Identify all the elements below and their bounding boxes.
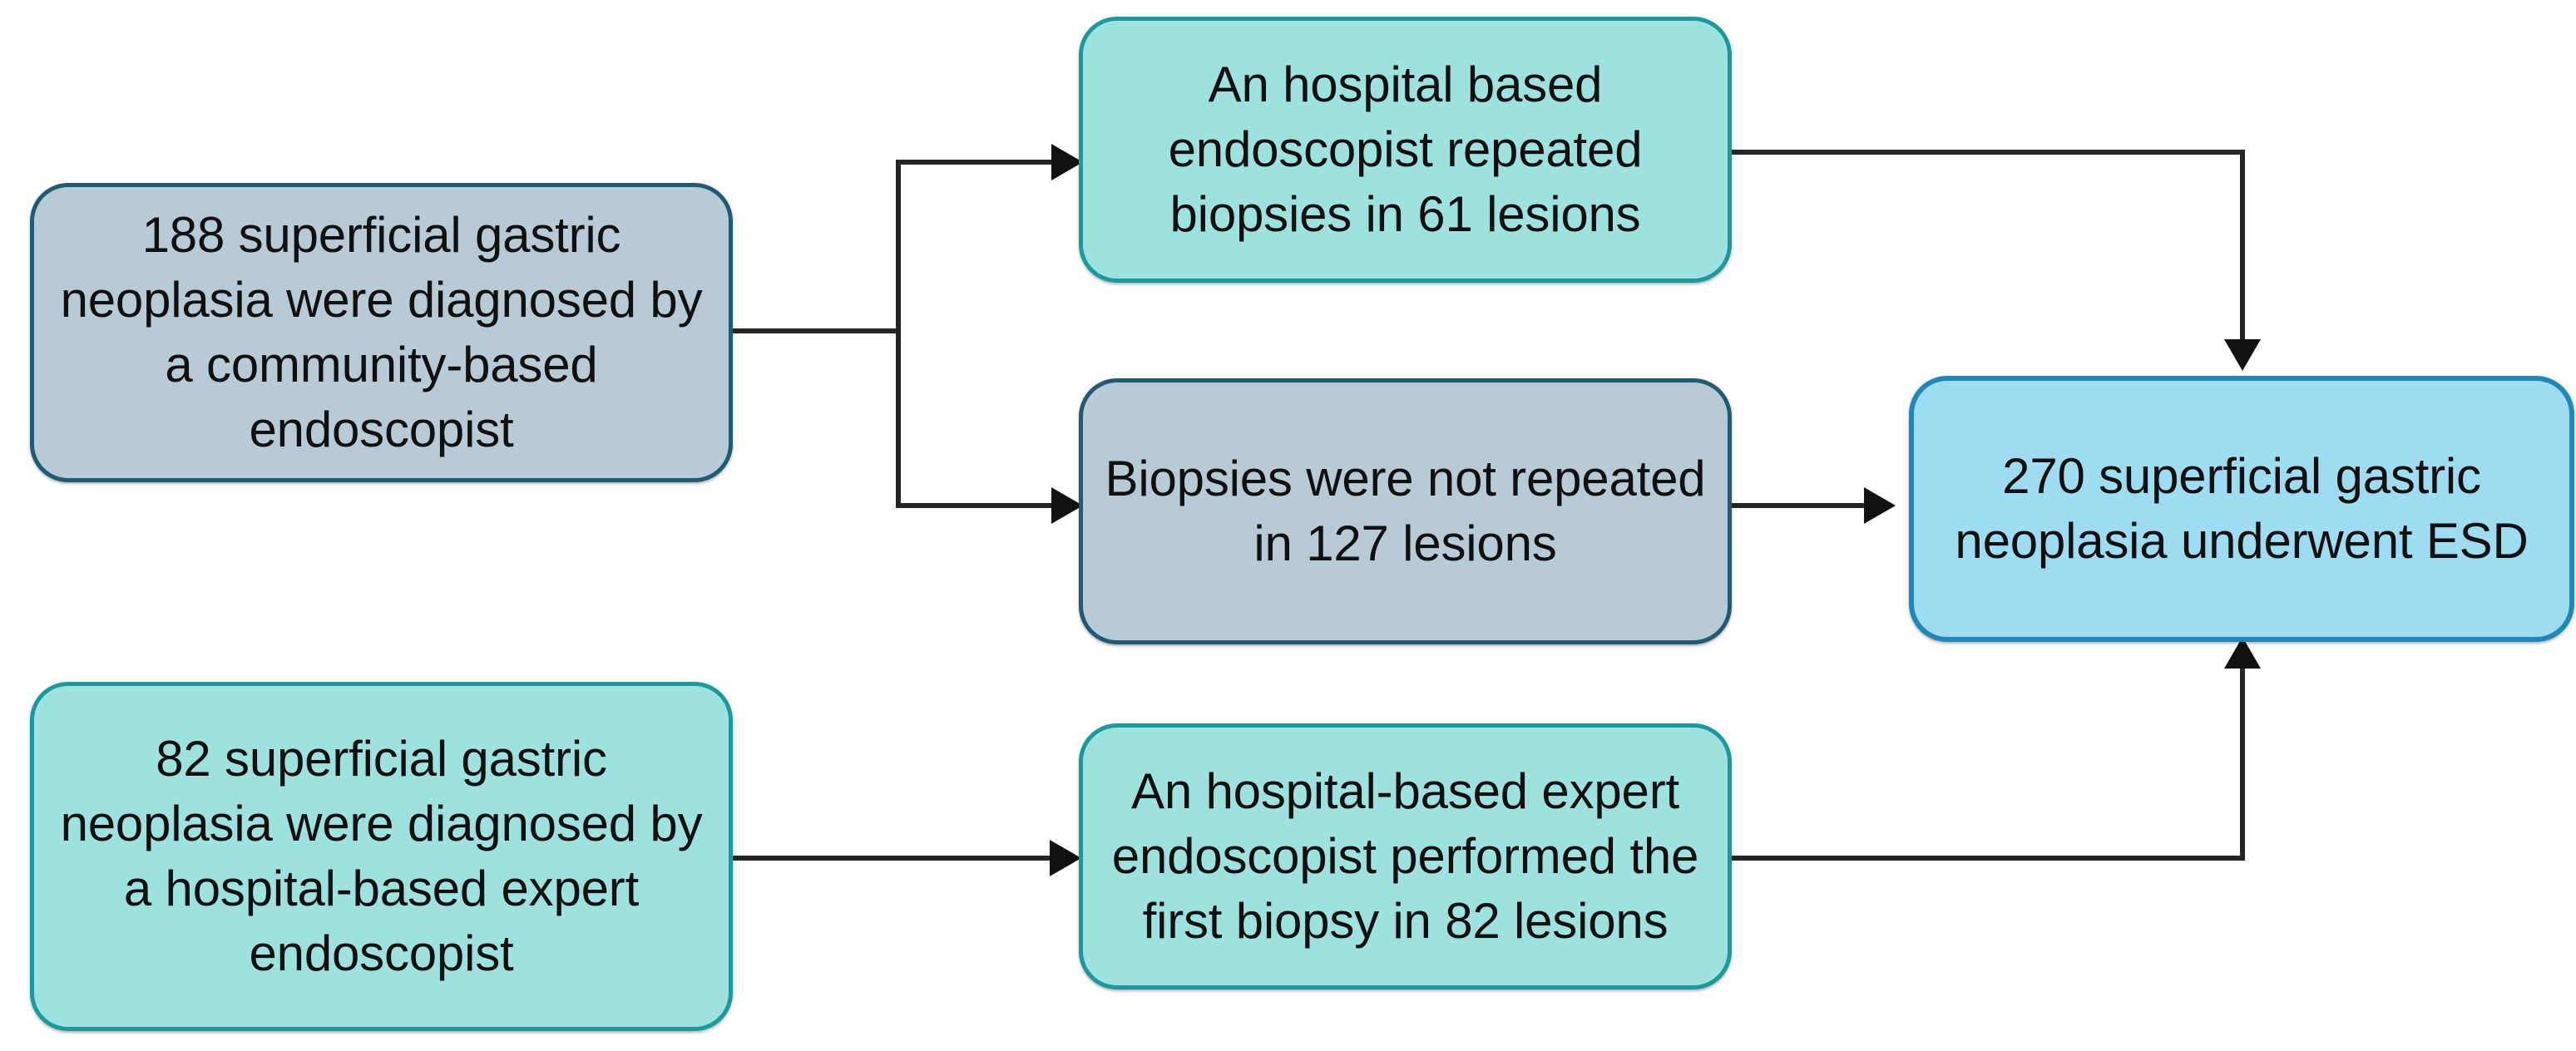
- edge-hospital-to-firstbiopsy-line: [730, 856, 1059, 861]
- node-source-community[interactable]: 188 superficial gastric neoplasia were d…: [30, 183, 733, 482]
- edge-community-to-repeat-arrowhead: [1051, 144, 1083, 180]
- node-source-community-label: 188 superficial gastric neoplasia were d…: [60, 207, 703, 457]
- edge-repeat-to-esd-horizontal: [1726, 150, 2245, 155]
- node-source-hospital-label: 82 superficial gastric neoplasia were di…: [60, 731, 703, 981]
- edge-community-branch-spine: [896, 160, 901, 506]
- edge-norepeat-to-esd-line: [1732, 503, 1875, 508]
- node-no-repeat-biopsy[interactable]: Biopsies were not repeated in 127 lesion…: [1079, 378, 1732, 644]
- node-first-biopsy-expert[interactable]: An hospital-based expert endoscopist per…: [1079, 723, 1732, 989]
- edge-repeat-to-esd-arrowhead: [2224, 339, 2261, 371]
- node-no-repeat-biopsy-label: Biopsies were not repeated in 127 lesion…: [1105, 451, 1706, 571]
- edge-repeat-to-esd-vertical: [2240, 150, 2245, 346]
- edge-norepeat-to-esd-arrowhead: [1864, 487, 1896, 524]
- edge-firstbiopsy-to-esd-horizontal: [1732, 856, 2245, 861]
- edge-community-to-norepeat-line: [896, 503, 1062, 508]
- node-outcome-esd-label: 270 superficial gastric neoplasia underw…: [1955, 448, 2529, 569]
- edge-community-branch-stem: [730, 328, 901, 333]
- node-source-hospital[interactable]: 82 superficial gastric neoplasia were di…: [30, 682, 733, 1031]
- node-outcome-esd[interactable]: 270 superficial gastric neoplasia underw…: [1909, 376, 2574, 642]
- node-first-biopsy-expert-label: An hospital-based expert endoscopist per…: [1111, 763, 1699, 949]
- edge-firstbiopsy-to-esd-arrowhead: [2224, 637, 2261, 669]
- edge-hospital-to-firstbiopsy-arrowhead: [1050, 840, 1081, 876]
- node-repeat-biopsy[interactable]: An hospital based endoscopist repeated b…: [1079, 17, 1732, 283]
- edge-firstbiopsy-to-esd-vertical: [2240, 661, 2245, 861]
- edge-community-to-norepeat-arrowhead: [1051, 487, 1083, 524]
- edge-community-to-repeat-line: [896, 160, 1062, 165]
- node-repeat-biopsy-label: An hospital based endoscopist repeated b…: [1168, 57, 1643, 242]
